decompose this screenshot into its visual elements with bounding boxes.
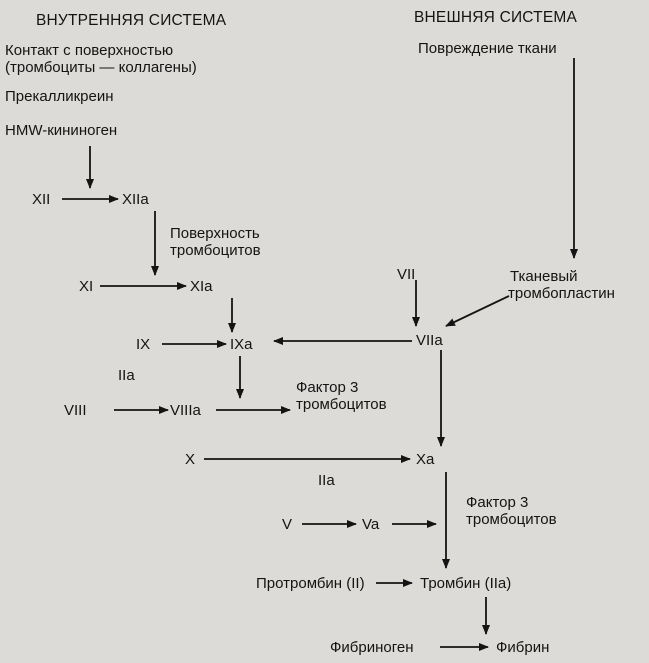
pf3-a-line2: тромбоцитов — [296, 396, 387, 413]
factor-viii: VIII — [64, 402, 87, 419]
fibrinogen: Фибриноген — [330, 639, 414, 656]
header-intrinsic: ВНУТРЕННЯЯ СИСТЕМА — [36, 12, 227, 29]
header-extrinsic: ВНЕШНЯЯ СИСТЕМА — [414, 9, 578, 26]
prekallikrein: Прекалликреин — [5, 88, 114, 105]
factor-viiia: VIIIa — [170, 402, 201, 419]
factor-xi: XI — [79, 278, 94, 295]
contact-line2: (тромбоциты — коллагены) — [5, 59, 197, 76]
hmw-kininogen: HMW-кининоген — [5, 122, 118, 139]
prothrombin: Протромбин (II) — [256, 575, 365, 592]
platelet-surface-line1: Поверхность — [170, 225, 260, 242]
factor-xia: XIa — [190, 278, 213, 295]
factor-iia-1: IIa — [118, 367, 135, 384]
factor-xii: XII — [32, 191, 51, 208]
factor-vii: VII — [397, 266, 416, 283]
factor-viia: VIIa — [416, 332, 443, 349]
fibrin: Фибрин — [496, 639, 550, 656]
factor-xa: Xa — [416, 451, 435, 468]
tissue-damage: Повреждение ткани — [418, 40, 557, 57]
factor-iia-2: IIa — [318, 472, 335, 489]
pf3-b-line2: тромбоцитов — [466, 511, 557, 528]
tissue-tp-line1: Тканевый — [510, 268, 578, 285]
pf3-b-line1: Фактор 3 — [466, 494, 529, 511]
platelet-surface-line2: тромбоцитов — [170, 242, 261, 259]
pf3-a-line1: Фактор 3 — [296, 379, 359, 396]
factor-va: Va — [362, 516, 380, 533]
arrow-tp-to-viia — [445, 295, 510, 327]
factor-x: X — [185, 451, 196, 468]
tissue-tp-line2: тромбопластин — [508, 285, 615, 302]
contact-line1: Контакт с поверхностью — [5, 42, 174, 59]
factor-ixa: IXa — [230, 336, 253, 353]
thrombin: Тромбин (IIa) — [420, 575, 512, 592]
factor-v: V — [282, 516, 293, 533]
factor-xiia: XIIa — [122, 191, 149, 208]
factor-ix: IX — [136, 336, 151, 353]
